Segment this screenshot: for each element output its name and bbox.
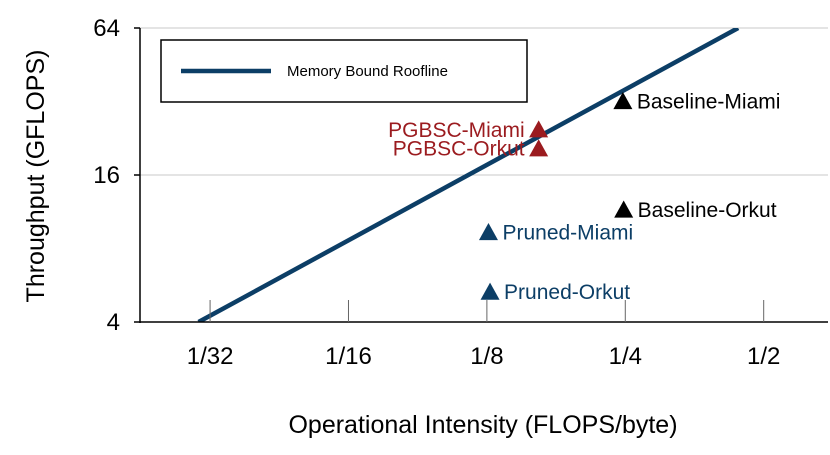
legend-label: Memory Bound Roofline: [287, 63, 448, 80]
point-label: Pruned-Orkut: [504, 281, 630, 304]
point-marker: [614, 200, 634, 218]
x-tick-label: 1/8: [470, 343, 503, 370]
y-tick-label: 4: [107, 309, 120, 336]
x-tick-label: 1/16: [325, 343, 372, 370]
point-label: PGBSC-Miami: [388, 119, 525, 142]
legend: Memory Bound Roofline: [160, 39, 528, 103]
y-tick-label: 16: [93, 162, 120, 189]
point-marker: [529, 139, 549, 157]
axes: 1/32 1/16 1/8 1/4 1/2 4 16 64: [93, 15, 828, 370]
x-axis-title: Operational Intensity (FLOPS/byte): [288, 411, 677, 439]
point-marker: [478, 223, 498, 241]
point-label: Baseline-Miami: [637, 91, 781, 114]
y-tick-label: 64: [93, 15, 120, 42]
point-marker: [480, 282, 500, 300]
point-label: PGBSC-Orkut: [393, 138, 525, 161]
point-label: Baseline-Orkut: [638, 199, 777, 222]
roofline-line: [197, 28, 740, 322]
point-label: Pruned-Miami: [502, 222, 633, 245]
x-tick-label: 1/4: [609, 343, 642, 370]
point-marker: [529, 120, 549, 138]
y-axis-title: Throughput (GFLOPS): [22, 50, 50, 303]
x-tick-label: 1/32: [187, 343, 234, 370]
x-tick-label: 1/2: [747, 343, 780, 370]
roofline-series: [197, 28, 740, 322]
point-marker: [613, 92, 633, 110]
